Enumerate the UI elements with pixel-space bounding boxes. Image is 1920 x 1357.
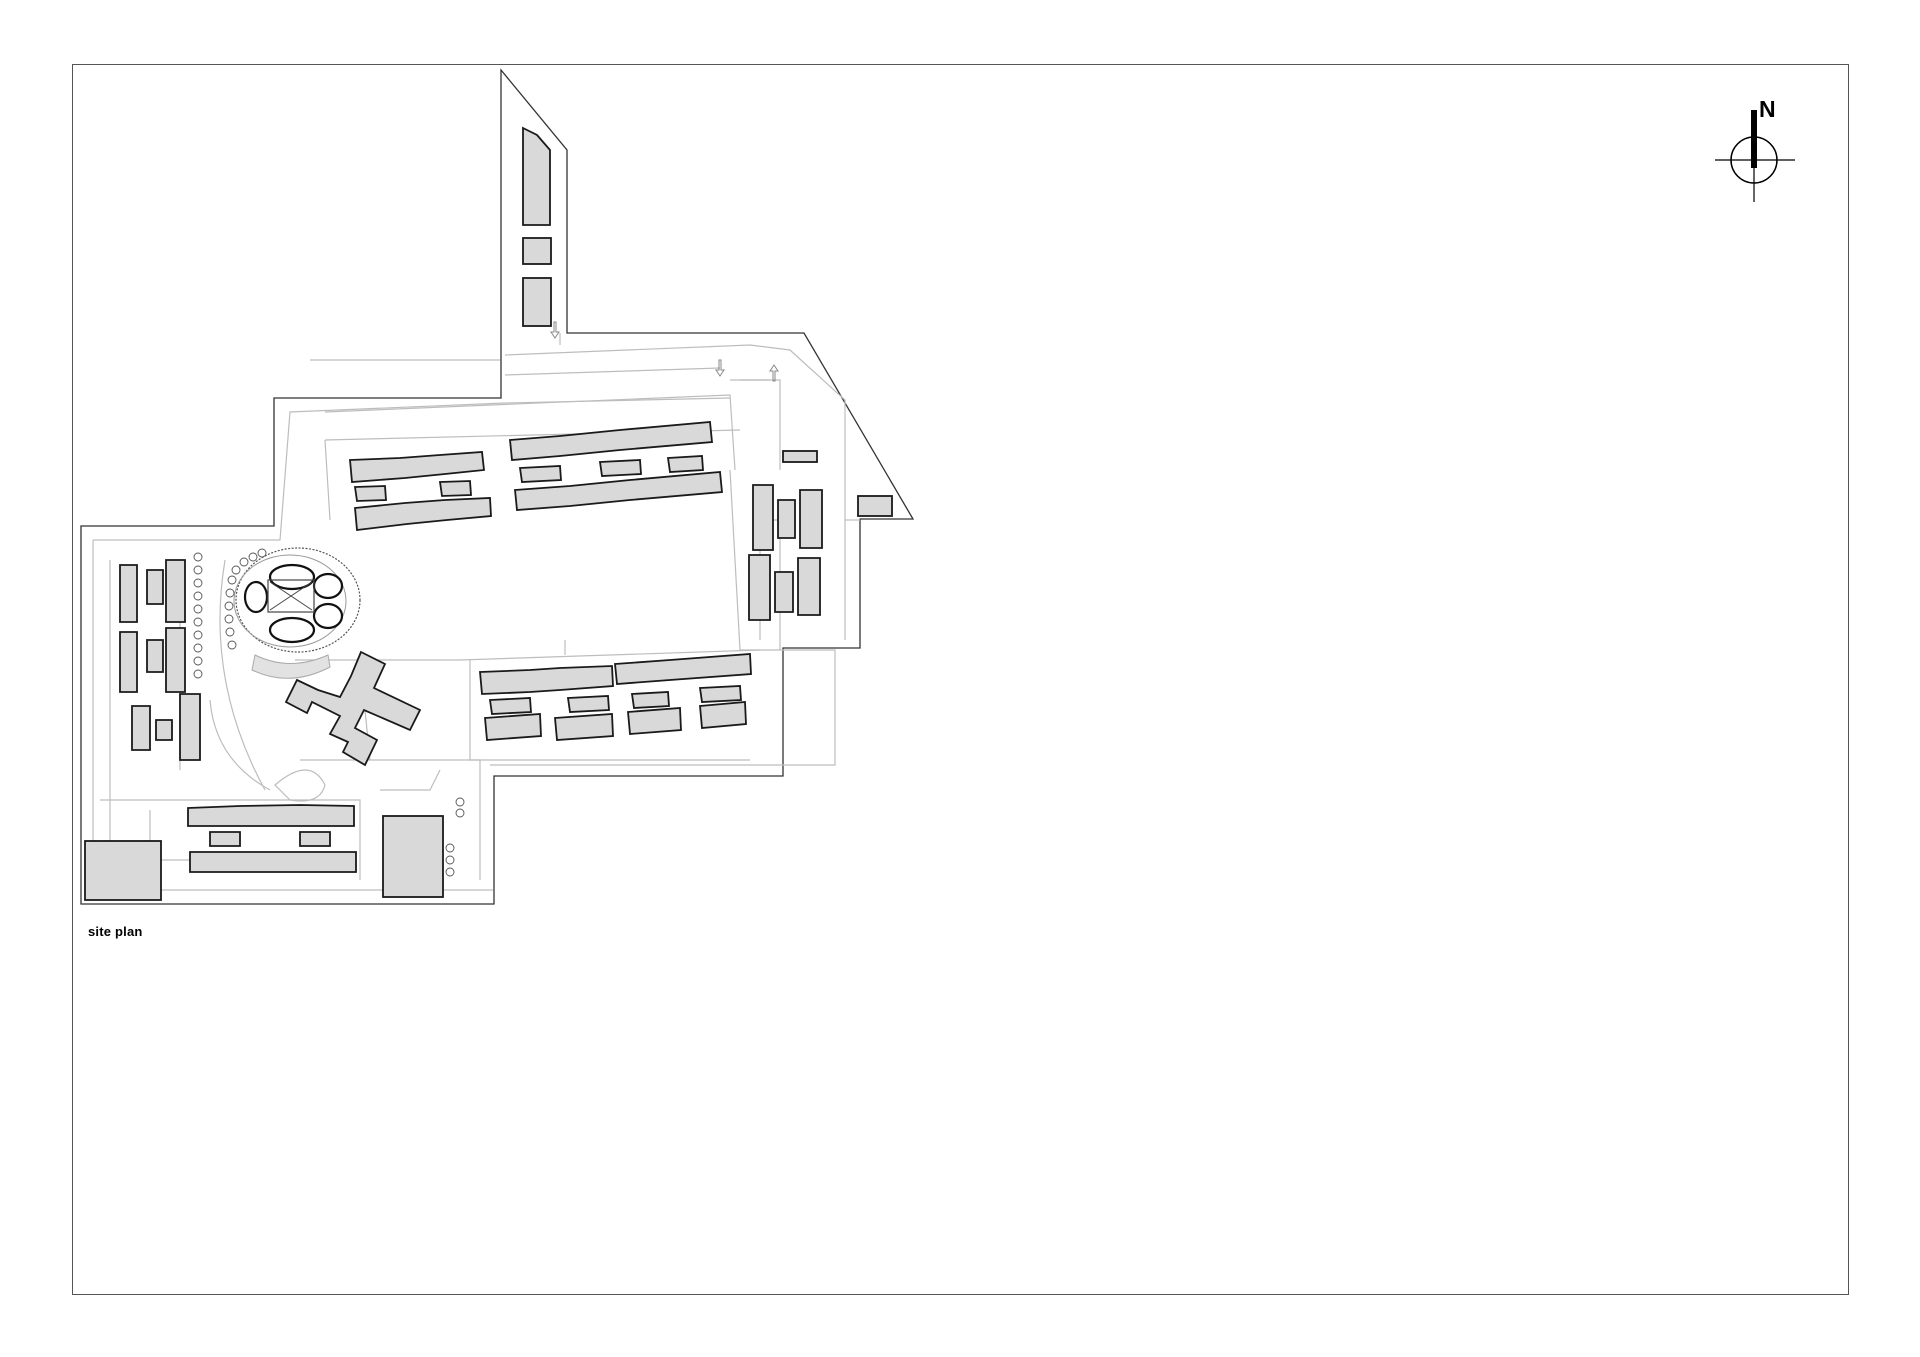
building-block-c-7 — [484, 713, 542, 741]
tree-circle-icon — [231, 565, 241, 575]
tree-circle-icon — [225, 588, 235, 598]
building-west-7 — [131, 705, 151, 751]
building-west-4 — [119, 631, 138, 693]
tree-circle-icon — [193, 617, 203, 627]
tree-circle-icon — [239, 557, 249, 567]
entry-arrows — [550, 321, 779, 382]
building-block-b-1 — [509, 421, 713, 461]
building-block-c-9 — [627, 707, 682, 735]
building-west-1 — [119, 564, 138, 623]
building-southwest-podium — [84, 840, 162, 901]
building-block-a-1 — [349, 451, 485, 483]
arrow-icon — [769, 364, 779, 382]
site-boundary — [80, 68, 915, 905]
building-block-b-2 — [518, 465, 562, 483]
curved-terrace — [251, 654, 331, 679]
tree-circle-icon — [445, 867, 455, 877]
building-south-podium — [382, 815, 444, 898]
building-block-c-3 — [488, 697, 532, 715]
drawing-frame — [72, 64, 1849, 1295]
building-north-strip-2 — [522, 237, 552, 265]
building-block-c-5 — [630, 691, 670, 709]
buildings — [84, 126, 893, 901]
building-block-a-3 — [438, 480, 472, 497]
tree-circle-icon — [455, 797, 465, 807]
building-block-d-3 — [299, 831, 331, 847]
tree-circle-icon — [193, 604, 203, 614]
north-label: N — [1759, 96, 1776, 122]
building-west-5 — [146, 639, 164, 673]
tree-circle-icon — [224, 614, 234, 624]
tree-circle-icon — [227, 575, 237, 585]
tree-circle-icon — [193, 630, 203, 640]
tree-circle-icon — [445, 843, 455, 853]
building-east-5 — [774, 571, 794, 613]
building-cross-tower — [284, 650, 422, 767]
building-east-6 — [797, 557, 821, 616]
building-block-c-10 — [699, 701, 747, 729]
building-block-d-2 — [209, 831, 241, 847]
tree-circle-icon — [193, 656, 203, 666]
building-block-b-4 — [666, 455, 704, 473]
building-east-4 — [748, 554, 771, 621]
tree-circle-icon — [193, 565, 203, 575]
tree-circle-icon — [193, 578, 203, 588]
tree-circle-icon — [227, 640, 237, 650]
building-west-6 — [165, 627, 186, 693]
arrow-icon — [550, 321, 560, 339]
tree-circle-icon — [257, 548, 267, 558]
building-block-b-5 — [514, 471, 723, 511]
compass-north-icon — [1715, 110, 1795, 202]
building-east-1 — [752, 484, 774, 551]
tree-circle-icon — [193, 552, 203, 562]
building-block-d-1 — [187, 804, 355, 827]
building-east-3 — [799, 489, 823, 549]
building-block-c-6 — [698, 685, 742, 703]
tree-rows — [193, 548, 465, 877]
building-block-c-4 — [566, 695, 610, 713]
building-block-b-3 — [598, 459, 642, 477]
tree-circle-icon — [225, 627, 235, 637]
building-small-east-1 — [782, 450, 818, 463]
tree-circle-icon — [193, 591, 203, 601]
arrow-icon — [715, 359, 725, 377]
building-block-d-4 — [189, 851, 357, 873]
tree-circle-icon — [193, 669, 203, 679]
building-block-c-2 — [614, 653, 752, 685]
building-block-a-4 — [354, 497, 492, 532]
building-small-east-2 — [857, 495, 893, 517]
building-west-9 — [179, 693, 201, 761]
tree-circle-icon — [445, 855, 455, 865]
tree-circle-icon — [224, 601, 234, 611]
building-west-3 — [165, 559, 186, 623]
building-west-8 — [155, 719, 173, 741]
building-north-strip-1 — [522, 126, 551, 226]
tree-circle-icon — [248, 552, 258, 562]
building-block-a-2 — [353, 485, 387, 502]
drawing-caption: site plan — [88, 924, 143, 939]
building-block-c-1 — [479, 665, 614, 695]
tree-circle-icon — [455, 808, 465, 818]
building-east-2 — [777, 499, 796, 539]
tree-circle-icon — [193, 643, 203, 653]
building-west-2 — [146, 569, 164, 605]
central-oval-club — [233, 547, 361, 653]
building-north-strip-3 — [522, 277, 552, 327]
building-block-c-8 — [554, 713, 614, 741]
